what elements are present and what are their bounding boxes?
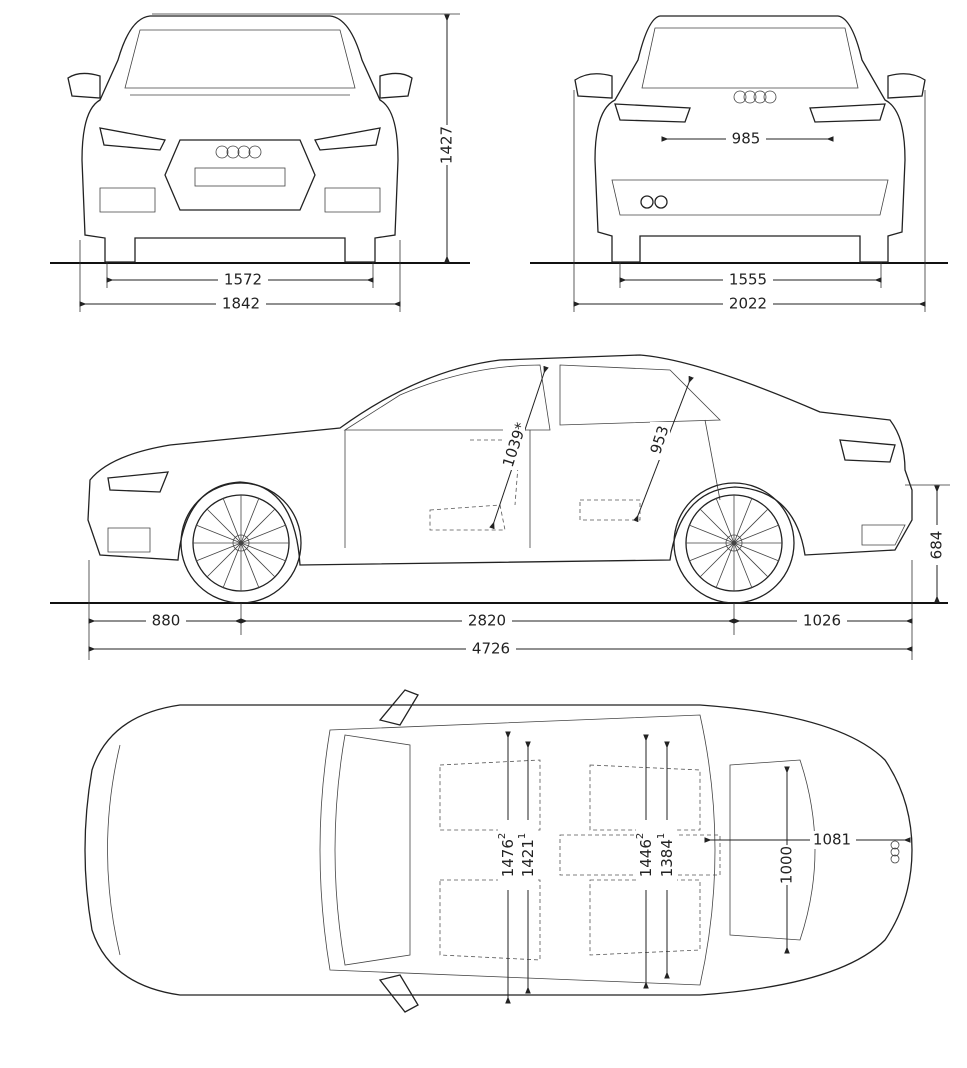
front-overhang-label: 880 — [152, 612, 181, 630]
rear-shoulder-width-label: 14462 — [635, 833, 655, 878]
rear-light-distance-label: 985 — [732, 130, 761, 148]
rear-wheel — [673, 482, 795, 604]
width-with-mirrors-label: 2022 — [729, 295, 767, 313]
trunk-width-label: 1000 — [778, 846, 796, 884]
front-shoulder-width-label: 14762 — [497, 833, 517, 878]
front-elbow-width-label: 14211 — [517, 833, 537, 878]
rear-overhang-label: 1026 — [803, 612, 841, 630]
front-view: 1427 1572 1842 — [50, 13, 470, 313]
width-label: 1842 — [222, 295, 260, 313]
front-wheel — [180, 482, 302, 604]
sill-height-label: 684 — [928, 531, 946, 560]
rear-track-label: 1555 — [729, 271, 767, 289]
trunk-length-label: 1081 — [813, 831, 851, 849]
rear-view: 985 1555 2022 — [530, 15, 948, 313]
side-view: 1039* 953 684 880 2820 1026 4726 — [50, 354, 950, 660]
wheelbase-label: 2820 — [468, 612, 506, 630]
height-label: 1427 — [438, 126, 456, 164]
front-track-label: 1572 — [224, 271, 262, 289]
length-label: 4726 — [472, 640, 510, 658]
top-view: 14762 14211 14462 13841 1000 1081 — [84, 689, 913, 1013]
rear-elbow-width-label: 13841 — [656, 833, 676, 878]
